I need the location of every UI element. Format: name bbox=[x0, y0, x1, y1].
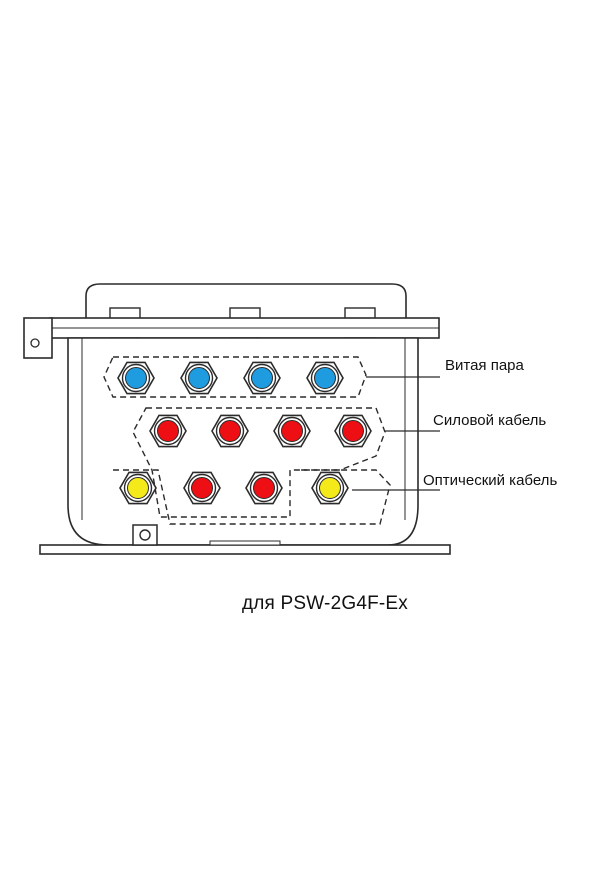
gland-insert bbox=[188, 367, 210, 389]
gland-insert bbox=[251, 367, 273, 389]
gland-insert bbox=[127, 477, 149, 499]
gland-insert bbox=[219, 420, 241, 442]
gland-insert bbox=[281, 420, 303, 442]
mounting-ear bbox=[23, 317, 53, 359]
gland-insert bbox=[157, 420, 179, 442]
gland-insert bbox=[125, 367, 147, 389]
hexagon-gland-icon bbox=[149, 414, 187, 448]
hexagon-gland-icon bbox=[180, 361, 218, 395]
hexagon-gland-icon bbox=[311, 471, 349, 505]
label-optical-cable: Оптический кабель bbox=[423, 472, 557, 489]
ground-terminal-icon bbox=[132, 524, 158, 546]
hexagon-gland-icon bbox=[245, 471, 283, 505]
label-twisted-pair: Витая пара bbox=[445, 357, 525, 374]
group-outline-optical-cable bbox=[113, 469, 391, 525]
label-power-cable: Силовой кабель bbox=[433, 412, 546, 429]
hexagon-gland-icon bbox=[273, 414, 311, 448]
cable-glands bbox=[117, 361, 372, 505]
diagram-caption: для PSW-2G4F-Ex bbox=[241, 593, 409, 614]
group-outline-twisted-pair bbox=[103, 356, 367, 398]
mounting-hole bbox=[30, 338, 40, 348]
enclosure-lid bbox=[85, 283, 407, 318]
gland-insert bbox=[319, 477, 341, 499]
base-plate bbox=[39, 544, 451, 555]
hexagon-gland-icon bbox=[334, 414, 372, 448]
hexagon-gland-icon bbox=[306, 361, 344, 395]
hexagon-gland-icon bbox=[211, 414, 249, 448]
gland-insert bbox=[342, 420, 364, 442]
hexagon-gland-icon bbox=[243, 361, 281, 395]
hexagon-gland-icon bbox=[119, 471, 157, 505]
gland-insert bbox=[314, 367, 336, 389]
hexagon-gland-icon bbox=[117, 361, 155, 395]
hexagon-gland-icon bbox=[183, 471, 221, 505]
gland-insert bbox=[253, 477, 275, 499]
gland-insert bbox=[191, 477, 213, 499]
